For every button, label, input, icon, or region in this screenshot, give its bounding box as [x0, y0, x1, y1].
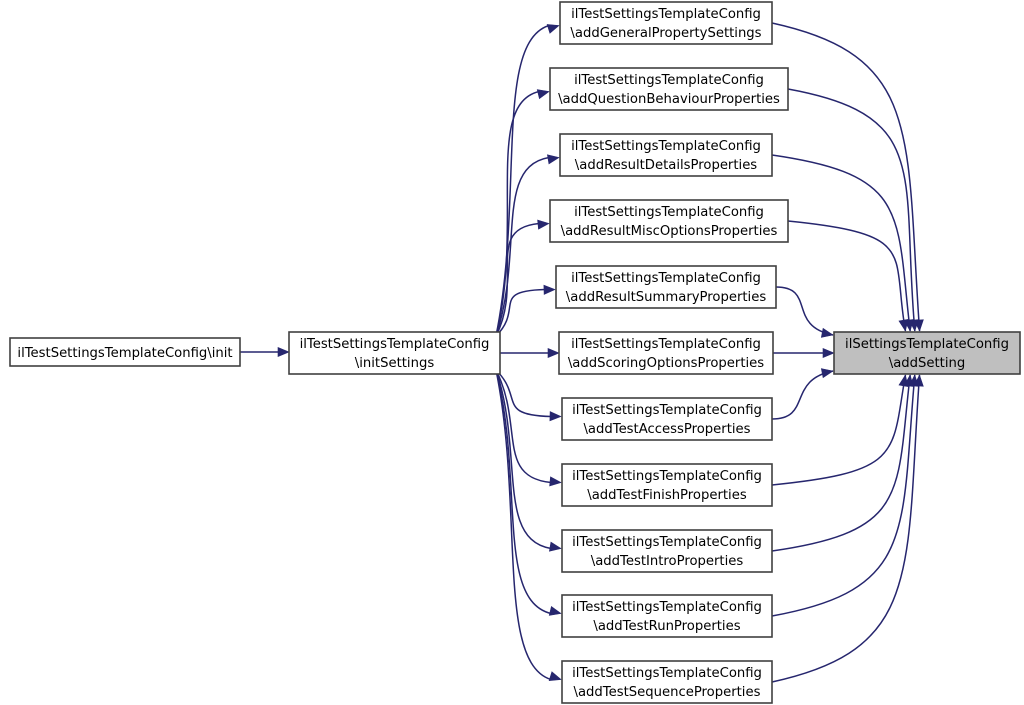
edge-addQuestionBehaviourProperties-to-addSetting — [787, 88, 916, 332]
node-ilTestSettingsTemplateConfig-addScoringOptionsProperties-box[interactable] — [558, 331, 774, 375]
node-ilTestSettingsTemplateConfig-addTestSequenceProperties-box[interactable] — [561, 660, 773, 704]
node-ilTestSettingsTemplateConfig-addResultSummaryProperties-box[interactable] — [555, 265, 777, 309]
arrowhead-initSettings-to-addResultSummaryProperties — [543, 284, 556, 295]
node-ilTestSettingsTemplateConfig-addResultDetailsProperties-box[interactable] — [559, 133, 773, 177]
arrowhead-addResultSummaryProperties-to-addSetting — [820, 327, 834, 338]
node-ilTestSettingsTemplateConfig-addQuestionBehaviourProperties-label-line1: ilTestSettingsTemplateConfig — [574, 73, 764, 88]
node-ilTestSettingsTemplateConfig-init[interactable]: ilTestSettingsTemplateConfig\init — [9, 337, 241, 367]
node-ilTestSettingsTemplateConfig-addGeneralPropertySettings-label-line2: \addGeneralPropertySettings — [570, 26, 761, 41]
node-ilTestSettingsTemplateConfig-addResultSummaryProperties-label-line2: \addResultSummaryProperties — [566, 290, 767, 305]
edge-addTestAccessProperties-to-addSetting — [771, 370, 834, 420]
node-ilTestSettingsTemplateConfig-init-label: ilTestSettingsTemplateConfig\init — [17, 346, 232, 361]
node-ilTestSettingsTemplateConfig-addTestAccessProperties-box[interactable] — [561, 397, 773, 441]
arrowhead-init-to-initSettings — [277, 346, 290, 358]
arrowhead-initSettings-to-addResultMiscOptionsProperties — [537, 219, 550, 230]
node-ilTestSettingsTemplateConfig-initSettings-box[interactable] — [288, 331, 501, 375]
edge-initSettings-to-addTestAccessProperties — [495, 369, 552, 418]
edge-initSettings-to-addTestSequenceProperties — [495, 369, 552, 681]
node-ilTestSettingsTemplateConfig-addResultSummaryProperties-label-line1: ilTestSettingsTemplateConfig — [571, 271, 761, 286]
node-ilTestSettingsTemplateConfig-addTestRunProperties[interactable]: ilTestSettingsTemplateConfig \addTestRunP… — [561, 594, 773, 638]
node-ilTestSettingsTemplateConfig-addScoringOptionsProperties-label-line2: \addScoringOptionsProperties — [568, 356, 764, 371]
node-ilTestSettingsTemplateConfig-addScoringOptionsProperties-label-line1: ilTestSettingsTemplateConfig — [571, 337, 761, 352]
node-ilTestSettingsTemplateConfig-addTestFinishProperties-label-line2: \addTestFinishProperties — [587, 488, 747, 503]
node-ilTestSettingsTemplateConfig-addTestAccessProperties[interactable]: ilTestSettingsTemplateConfig \addTestAcce… — [561, 397, 773, 441]
node-ilTestSettingsTemplateConfig-addTestIntroProperties[interactable]: ilTestSettingsTemplateConfig \addTestIntr… — [561, 529, 773, 573]
node-ilTestSettingsTemplateConfig-addTestRunProperties-label-line2: \addTestRunProperties — [593, 619, 740, 634]
node-ilTestSettingsTemplateConfig-initSettings-label-line2: \initSettings — [355, 356, 435, 371]
edge-layer — [240, 22, 924, 683]
edge-initSettings-to-addResultDetailsProperties — [495, 156, 550, 337]
arrowhead-initSettings-to-addTestIntroProperties — [549, 541, 562, 552]
node-ilTestSettingsTemplateConfig-addTestIntroProperties-label-line2: \addTestIntroProperties — [591, 554, 744, 569]
edge-addTestRunProperties-to-addSetting — [771, 374, 916, 617]
arrowhead-initSettings-to-addTestAccessProperties — [549, 411, 562, 422]
arrowhead-initSettings-to-addResultDetailsProperties — [547, 154, 560, 165]
arrowhead-initSettings-to-addQuestionBehaviourProperties — [536, 89, 550, 100]
node-ilTestSettingsTemplateConfig-addTestAccessProperties-label-line2: \addTestAccessProperties — [583, 422, 750, 437]
node-ilTestSettingsTemplateConfig-addGeneralPropertySettings-label-line1: ilTestSettingsTemplateConfig — [571, 7, 761, 22]
node-ilTestSettingsTemplateConfig-addTestSequenceProperties[interactable]: ilTestSettingsTemplateConfig \addTestSequ… — [561, 660, 773, 704]
node-ilTestSettingsTemplateConfig-addTestFinishProperties-label-line1: ilTestSettingsTemplateConfig — [572, 469, 762, 484]
node-ilSettingsTemplateConfig-addSetting[interactable]: ilSettingsTemplateConfig \addSetting — [833, 331, 1021, 375]
node-ilTestSettingsTemplateConfig-addQuestionBehaviourProperties[interactable]: ilTestSettingsTemplateConfig \addQuestion… — [549, 67, 789, 111]
node-ilTestSettingsTemplateConfig-addScoringOptionsProperties[interactable]: ilTestSettingsTemplateConfig \addScoringO… — [558, 331, 774, 375]
node-ilTestSettingsTemplateConfig-addResultMiscOptionsProperties[interactable]: ilTestSettingsTemplateConfig \addResultMi… — [549, 199, 789, 243]
node-ilTestSettingsTemplateConfig-addResultDetailsProperties[interactable]: ilTestSettingsTemplateConfig \addResultDe… — [559, 133, 773, 177]
node-layer: ilTestSettingsTemplateConfig\init ilTestS… — [9, 1, 1021, 704]
edge-initSettings-to-addResultMiscOptionsProperties — [495, 222, 540, 337]
node-ilTestSettingsTemplateConfig-addQuestionBehaviourProperties-box[interactable] — [549, 67, 789, 111]
node-ilTestSettingsTemplateConfig-addTestRunProperties-box[interactable] — [561, 594, 773, 638]
arrowhead-addTestAccessProperties-to-addSetting — [820, 368, 834, 379]
node-ilTestSettingsTemplateConfig-addResultDetailsProperties-label-line1: ilTestSettingsTemplateConfig — [571, 139, 761, 154]
node-ilTestSettingsTemplateConfig-addTestIntroProperties-box[interactable] — [561, 529, 773, 573]
arrowhead-addResultMiscOptionsProperties-to-addSetting — [898, 318, 909, 332]
node-ilTestSettingsTemplateConfig-addResultMiscOptionsProperties-box[interactable] — [549, 199, 789, 243]
node-ilTestSettingsTemplateConfig-addResultMiscOptionsProperties-label-line1: ilTestSettingsTemplateConfig — [574, 205, 764, 220]
edge-addTestIntroProperties-to-addSetting — [771, 374, 911, 552]
node-ilTestSettingsTemplateConfig-addTestRunProperties-label-line1: ilTestSettingsTemplateConfig — [572, 600, 762, 615]
arrowhead-addTestSequenceProperties-to-addSetting — [913, 374, 924, 387]
node-ilTestSettingsTemplateConfig-addGeneralPropertySettings[interactable]: ilTestSettingsTemplateConfig \addGeneralP… — [559, 1, 773, 45]
node-ilTestSettingsTemplateConfig-addResultMiscOptionsProperties-label-line2: \addResultMiscOptionsProperties — [561, 224, 778, 239]
node-ilTestSettingsTemplateConfig-addResultDetailsProperties-label-line2: \addResultDetailsProperties — [575, 158, 758, 173]
node-ilTestSettingsTemplateConfig-addTestIntroProperties-label-line1: ilTestSettingsTemplateConfig — [572, 535, 762, 550]
edge-addTestSequenceProperties-to-addSetting — [771, 374, 921, 683]
arrowhead-initSettings-to-addTestRunProperties — [548, 605, 562, 616]
arrowhead-initSettings-to-addTestFinishProperties — [549, 476, 562, 487]
edge-addResultMiscOptionsProperties-to-addSetting — [787, 220, 907, 332]
edge-initSettings-to-addTestFinishProperties — [495, 369, 552, 484]
edge-addGeneralPropertySettings-to-addSetting — [771, 22, 921, 332]
arrowhead-initSettings-to-addTestSequenceProperties — [548, 671, 562, 681]
node-ilTestSettingsTemplateConfig-addResultSummaryProperties[interactable]: ilTestSettingsTemplateConfig \addResultSu… — [555, 265, 777, 309]
node-ilTestSettingsTemplateConfig-initSettings-label-line1: ilTestSettingsTemplateConfig — [300, 337, 490, 352]
edge-addTestFinishProperties-to-addSetting — [771, 374, 907, 486]
edge-initSettings-to-addResultSummaryProperties — [495, 288, 546, 337]
node-ilTestSettingsTemplateConfig-addQuestionBehaviourProperties-label-line2: \addQuestionBehaviourProperties — [558, 92, 780, 107]
edge-addResultSummaryProperties-to-addSetting — [775, 286, 834, 336]
edge-initSettings-to-addTestRunProperties — [495, 369, 552, 615]
node-ilTestSettingsTemplateConfig-addTestFinishProperties-box[interactable] — [561, 463, 773, 507]
edge-initSettings-to-addTestIntroProperties — [495, 369, 552, 550]
node-ilTestSettingsTemplateConfig-initSettings[interactable]: ilTestSettingsTemplateConfig \initSetting… — [288, 331, 501, 375]
node-ilTestSettingsTemplateConfig-addTestSequenceProperties-label-line1: ilTestSettingsTemplateConfig — [572, 666, 762, 681]
node-ilTestSettingsTemplateConfig-init-box[interactable] — [9, 337, 241, 367]
node-ilTestSettingsTemplateConfig-addTestSequenceProperties-label-line2: \addTestSequenceProperties — [574, 685, 761, 700]
node-ilSettingsTemplateConfig-addSetting-label-line2: \addSetting — [889, 356, 966, 371]
arrowhead-initSettings-to-addGeneralPropertySettings — [546, 24, 560, 34]
node-ilSettingsTemplateConfig-addSetting-label-line1: ilSettingsTemplateConfig — [845, 337, 1009, 352]
node-ilTestSettingsTemplateConfig-addGeneralPropertySettings-box[interactable] — [559, 1, 773, 45]
node-ilTestSettingsTemplateConfig-addTestAccessProperties-label-line1: ilTestSettingsTemplateConfig — [572, 403, 762, 418]
edge-initSettings-to-addQuestionBehaviourProperties — [495, 90, 540, 337]
node-ilTestSettingsTemplateConfig-addTestFinishProperties[interactable]: ilTestSettingsTemplateConfig \addTestFini… — [561, 463, 773, 507]
arrowhead-initSettings-to-addScoringOptionsProperties — [547, 347, 560, 359]
node-ilSettingsTemplateConfig-addSetting-box[interactable] — [833, 331, 1021, 375]
arrowhead-addScoringOptionsProperties-to-addSetting — [822, 347, 835, 359]
edge-addResultDetailsProperties-to-addSetting — [771, 154, 911, 332]
